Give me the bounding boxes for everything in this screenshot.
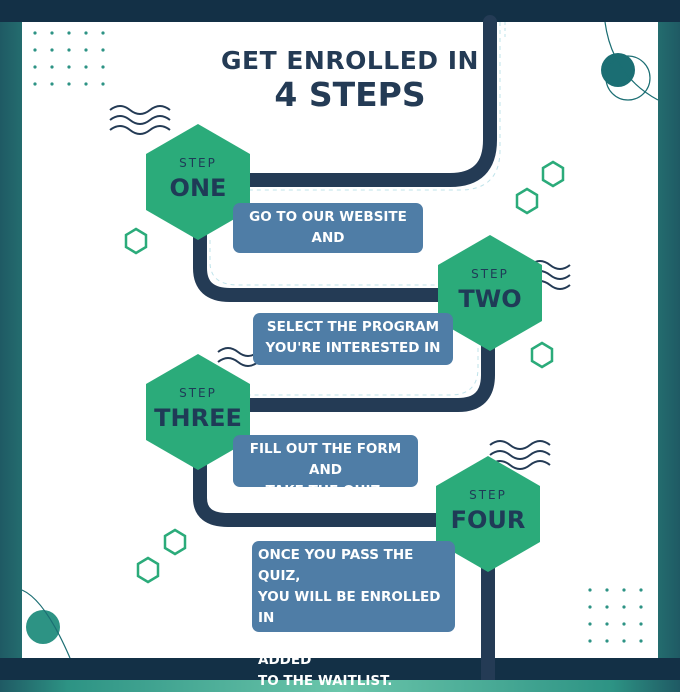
- step-label: STEP: [471, 267, 509, 281]
- step-three-description: FILL OUT THE FORM AND TAKE THE QUIZ.: [233, 435, 418, 499]
- wave-decoration-1: [109, 105, 171, 135]
- hexagon-shape: [438, 235, 542, 351]
- step-one-description: GO TO OUR WEBSITE AND EXPLORE THE PROGRA…: [233, 203, 423, 288]
- step-one-line-1: GO TO OUR WEBSITE AND: [249, 209, 407, 246]
- step-number: ONE: [169, 174, 227, 202]
- step-two-line-2: YOU'RE INTERESTED IN: [265, 340, 441, 356]
- hexagon-outlines: [124, 160, 565, 584]
- step-label: STEP: [179, 156, 217, 170]
- step-four-description: ONCE YOU PASS THE QUIZ, YOU WILL BE ENRO…: [252, 541, 455, 689]
- dot-grid-top-left: [33, 31, 105, 86]
- circle-bottom-left: [26, 610, 60, 644]
- page-title: GET ENROLLED IN 4 STEPS: [205, 46, 495, 115]
- arc-top-right: [604, 21, 659, 101]
- bottom-frame-bar: [0, 658, 680, 680]
- dot-grid-bottom-right: [588, 588, 643, 643]
- dashed-guide: [209, 22, 501, 396]
- step-number: TWO: [458, 285, 522, 313]
- title-line-1: GET ENROLLED IN: [221, 46, 479, 75]
- step-three-line-1: FILL OUT THE FORM AND: [249, 441, 402, 478]
- hexagon-shape: [436, 456, 540, 572]
- step-four-line-3: THE PROGRAM AND ADDED: [258, 631, 408, 668]
- arc-bottom-left: [21, 589, 71, 659]
- hexagon-shape: [146, 124, 250, 240]
- step-label: STEP: [179, 386, 217, 400]
- circle-top-right: [601, 53, 635, 87]
- step-four-hexagon: STEP FOUR: [433, 454, 543, 574]
- step-label: STEP: [469, 488, 507, 502]
- step-four-line-4: TO THE WAITLIST.: [258, 673, 393, 689]
- hexagon-shape: [146, 354, 250, 470]
- step-number: FOUR: [450, 506, 526, 534]
- road-path: [193, 15, 497, 680]
- step-four-line-1: ONCE YOU PASS THE QUIZ,: [258, 547, 414, 584]
- step-four-line-2: YOU WILL BE ENROLLED IN: [258, 589, 441, 626]
- circle-ring-top-right: [605, 55, 651, 101]
- step-three-hexagon: STEP THREE: [143, 352, 253, 472]
- title-line-2: 4 STEPS: [274, 75, 426, 115]
- step-two-line-1: SELECT THE PROGRAM: [266, 319, 440, 335]
- top-frame-bar: [0, 0, 680, 22]
- step-one-line-2: EXPLORE THE PROGRAMS: [276, 251, 380, 288]
- step-two-description: SELECT THE PROGRAM YOU'RE INTERESTED IN: [253, 313, 453, 365]
- wave-decoration-4: [489, 440, 551, 470]
- step-one-hexagon: STEP ONE: [143, 122, 253, 242]
- step-three-line-2: TAKE THE QUIZ.: [265, 483, 386, 499]
- step-number: THREE: [154, 404, 242, 432]
- step-two-hexagon: STEP TWO: [435, 233, 545, 353]
